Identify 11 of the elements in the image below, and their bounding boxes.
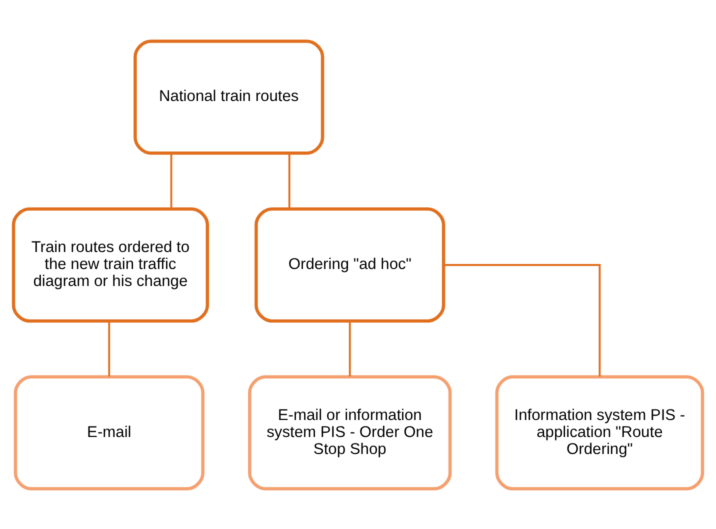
node-box: E-mail	[14, 374, 204, 490]
node-box: E-mail or information system PIS - Order One Stop Shop	[248, 374, 452, 490]
node-box: Information system PIS - application "Route Ordering"	[495, 374, 704, 490]
node-box: National train routes	[134, 39, 324, 154]
connector	[288, 153, 290, 208]
connector	[108, 320, 110, 376]
connector	[348, 320, 351, 376]
connector	[444, 264, 601, 376]
node-box: Train routes ordered to the new train traffic diagram or his change	[12, 206, 210, 322]
node-box: Ordering "ad hoc"	[254, 206, 446, 322]
connector	[170, 153, 172, 208]
